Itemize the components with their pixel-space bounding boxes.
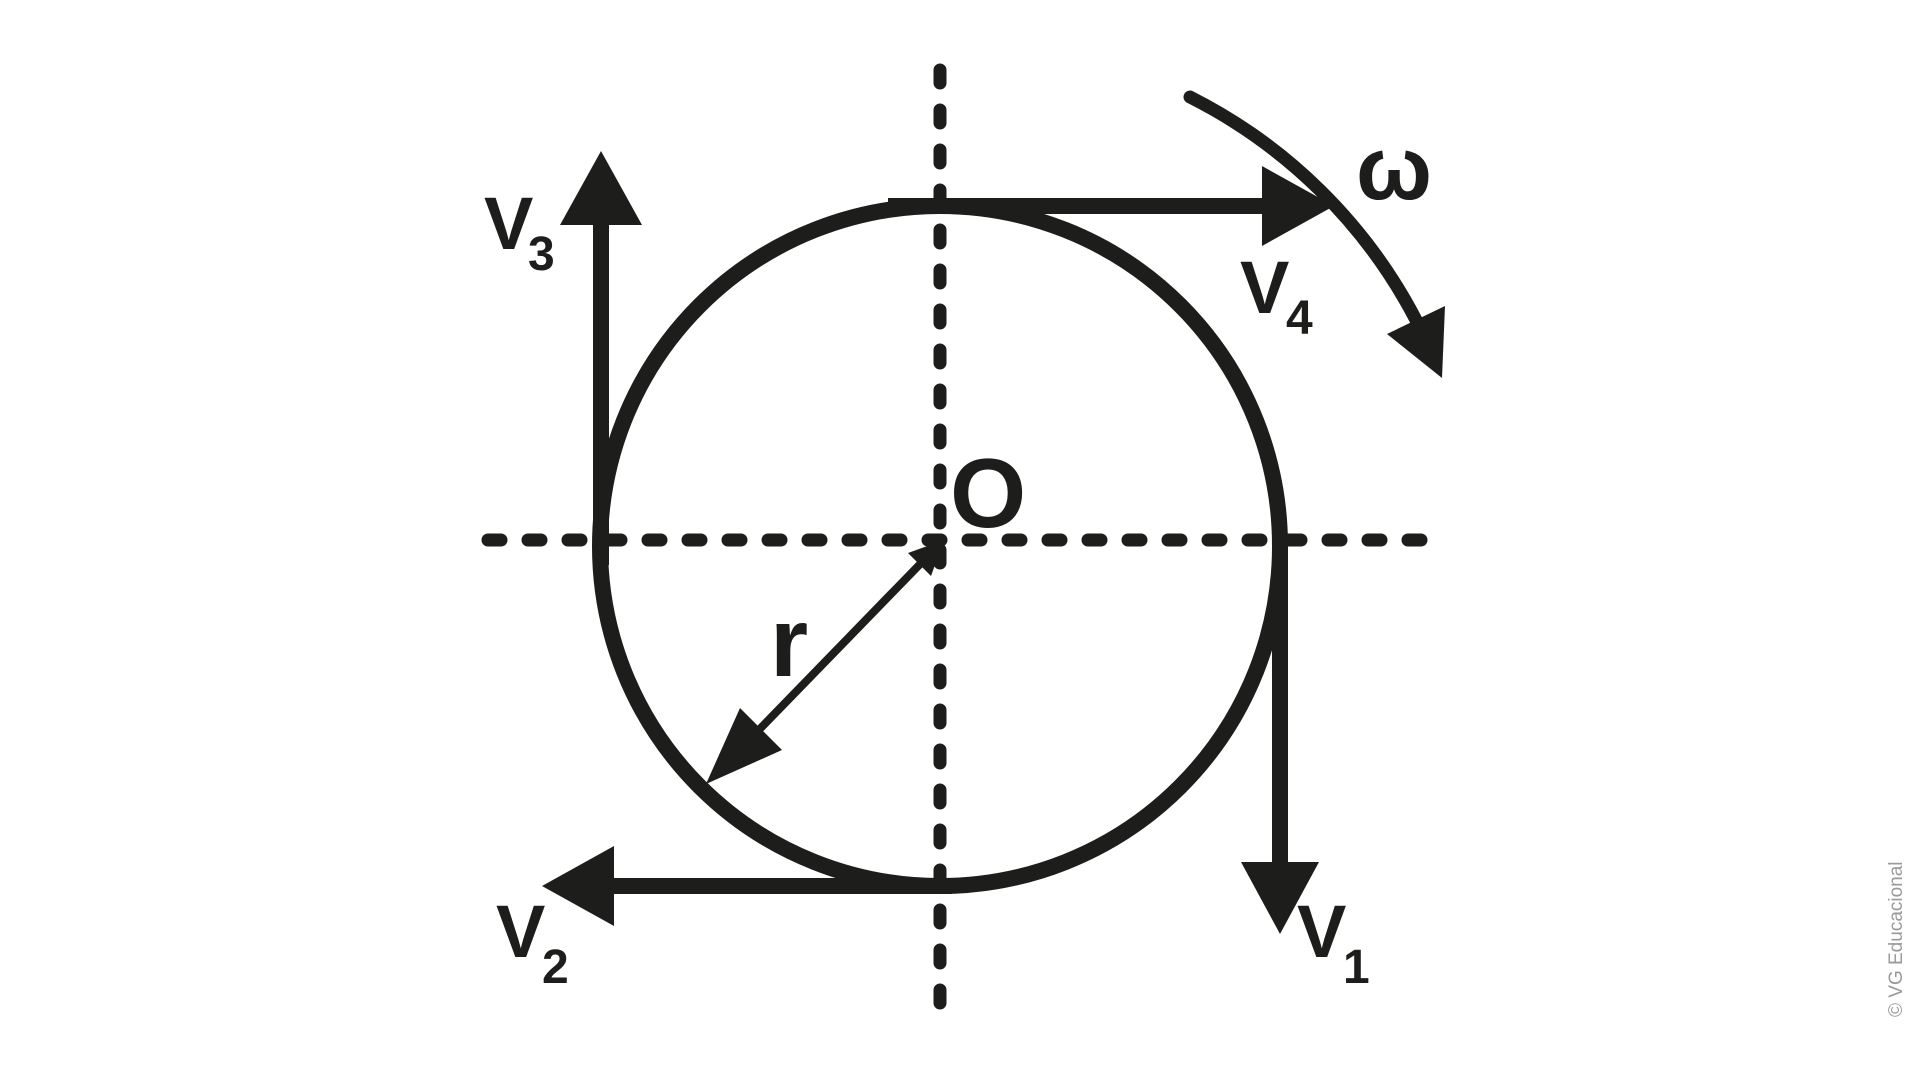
velocity-vector-v2 xyxy=(542,846,952,926)
center-label: O xyxy=(950,438,1026,548)
velocity-vector-v4 xyxy=(888,166,1334,246)
angular-velocity-arrow xyxy=(1183,90,1445,378)
omega-arc xyxy=(1183,90,1423,327)
v1-label-main: V xyxy=(1297,890,1346,973)
v4-label-sub: 4 xyxy=(1286,292,1313,345)
radius-label: r xyxy=(770,587,808,697)
v2-arrowhead-icon xyxy=(542,846,614,926)
radius-line xyxy=(749,555,929,740)
radius-arrowhead-center-icon xyxy=(908,540,944,576)
v3-label: V 3 xyxy=(484,182,555,281)
velocity-vector-v3 xyxy=(560,151,642,565)
omega-arrowhead-icon xyxy=(1387,306,1445,378)
v4-label: V 4 xyxy=(1240,246,1313,345)
v4-label-main: V xyxy=(1240,246,1289,329)
v4-arrowhead-icon xyxy=(1262,166,1334,246)
v2-label-main: V xyxy=(496,890,545,973)
v1-label: V 1 xyxy=(1297,890,1370,994)
v3-label-sub: 3 xyxy=(528,228,555,281)
v1-arrowhead-icon xyxy=(1241,862,1319,934)
radius-arrowhead-edge-icon xyxy=(706,708,782,784)
radius-arrow xyxy=(706,540,944,784)
v2-label: V 2 xyxy=(496,890,569,994)
v2-label-sub: 2 xyxy=(542,941,569,994)
velocity-vector-v1 xyxy=(1241,542,1319,934)
v1-label-sub: 1 xyxy=(1343,941,1370,994)
v3-label-main: V xyxy=(484,182,533,265)
omega-label: ω xyxy=(1356,119,1432,219)
v3-arrowhead-icon xyxy=(560,151,642,225)
watermark: © VG Educacional xyxy=(1886,861,1907,1017)
